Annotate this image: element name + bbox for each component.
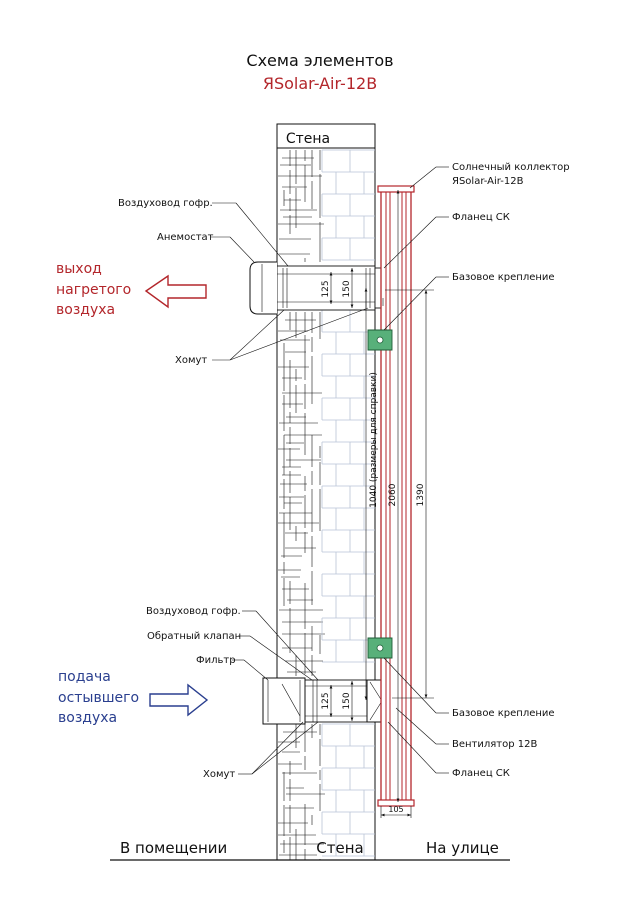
- dim-1040: 1040 (размеры для справки): [369, 372, 379, 508]
- wall-bottom-label: Стена: [316, 839, 363, 857]
- bottom-duct-assembly: 125 150: [262, 677, 398, 725]
- label-collector-2: ЯSolar-Air-12В: [452, 176, 524, 187]
- dim-bottom-150: 150: [342, 692, 352, 709]
- label-base-mount-top: Базовое крепление: [452, 272, 555, 283]
- hot-air-line2: нагретого: [56, 282, 131, 298]
- wall-hatching: [278, 150, 325, 860]
- dim-bottom-125: 125: [321, 692, 331, 709]
- model-name: Solar-Air-12В: [274, 74, 377, 93]
- label-collector-1: Солнечный коллектор: [452, 162, 570, 173]
- model-prefix: Я: [263, 74, 274, 93]
- anemostat-icon: [249, 261, 277, 315]
- label-check-valve: Обратный клапан: [147, 631, 241, 642]
- right-callouts: Солнечный коллектор ЯSolar-Air-12В Флане…: [383, 162, 570, 779]
- label-outdoor: На улице: [426, 839, 499, 857]
- label-duct-top: Воздуховод гофр.: [118, 198, 213, 209]
- diagram-subtitle: ЯSolar-Air-12В: [263, 74, 377, 93]
- hot-air-arrow-icon: [144, 274, 207, 309]
- cold-air-group: подача остывшего воздуха: [58, 669, 209, 726]
- base-mount-top: [367, 329, 393, 351]
- top-duct-assembly: 125 150: [249, 261, 386, 315]
- dim-top-125: 125: [321, 280, 331, 297]
- label-filter: Фильтр: [196, 655, 236, 666]
- label-indoor: В помещении: [120, 839, 227, 857]
- dim-1390: 1390: [416, 483, 426, 506]
- label-clamp-top: Хомут: [175, 355, 207, 366]
- hot-air-line1: выход: [56, 261, 102, 277]
- dim-105: 105: [388, 805, 403, 814]
- cold-air-line1: подача: [58, 669, 111, 685]
- cold-air-line2: остывшего: [58, 690, 139, 706]
- solar-collector: [377, 185, 415, 807]
- cold-air-arrow-icon: [149, 683, 209, 717]
- label-duct-bottom: Воздуховод гофр.: [146, 606, 241, 617]
- label-flange-bottom: Фланец СК: [452, 768, 510, 779]
- hot-air-line3: воздуха: [56, 302, 115, 318]
- label-clamp-bottom: Хомут: [203, 769, 235, 780]
- hot-air-group: выход нагретого воздуха: [56, 261, 207, 318]
- left-callouts: Воздуховод гофр. Анемостат Хомут Воздухо…: [118, 198, 369, 780]
- filter-box: [262, 677, 306, 725]
- label-fan: Вентилятор 12В: [452, 739, 537, 750]
- diagram-title: Схема элементов: [246, 51, 393, 70]
- dim-top-150: 150: [342, 280, 352, 297]
- wall-top-label: Стена: [286, 131, 330, 147]
- dim-2060: 2060: [388, 483, 398, 506]
- label-base-mount-bottom: Базовое крепление: [452, 708, 555, 719]
- vertical-dimensions: 1040 (размеры для справки) 2060 1390 105: [364, 190, 434, 818]
- wall-outline: [276, 123, 376, 861]
- label-anemostat: Анемостат: [157, 232, 214, 243]
- cold-air-line3: воздуха: [58, 710, 117, 726]
- label-flange-top: Фланец СК: [452, 212, 510, 223]
- base-mount-bottom: [367, 637, 393, 659]
